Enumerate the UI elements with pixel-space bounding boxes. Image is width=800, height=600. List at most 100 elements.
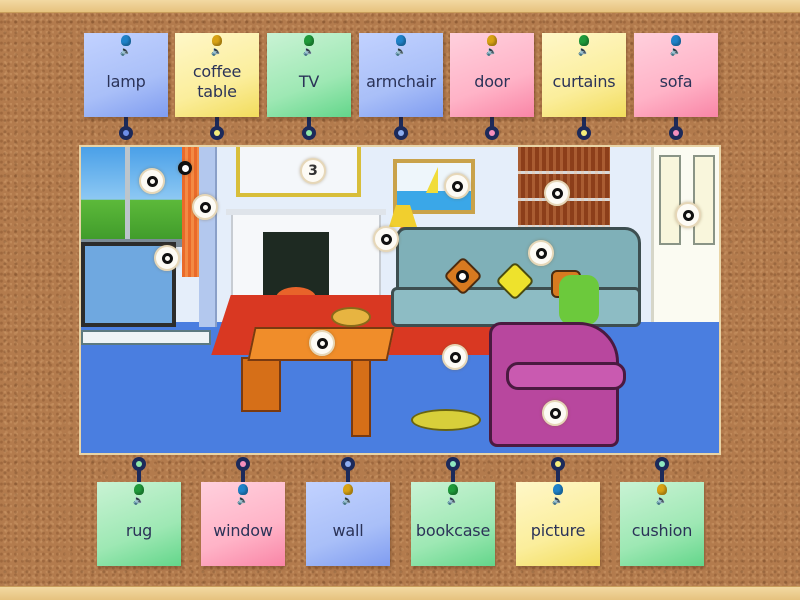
speaker-icon[interactable]: 🔈: [395, 47, 407, 57]
scene-tv-stand: [81, 330, 211, 345]
speaker-icon[interactable]: 🔈: [342, 496, 354, 506]
speaker-icon[interactable]: 🔈: [670, 47, 682, 57]
scene-cat: [331, 307, 371, 327]
pushpin-icon: [396, 35, 406, 46]
word-card-lamp[interactable]: 🔈 lamp: [84, 33, 168, 117]
connector-handle-dot: [581, 130, 587, 136]
word-card-picture[interactable]: 🔈 picture: [516, 482, 600, 566]
target-ring-icon: [451, 180, 463, 192]
connector-handle[interactable]: [669, 126, 683, 140]
connector-handle[interactable]: [119, 126, 133, 140]
drop-target-sofa[interactable]: [528, 240, 554, 266]
connector-handle-dot: [489, 130, 495, 136]
scene-window: [81, 147, 186, 242]
speaker-icon[interactable]: 🔈: [120, 47, 132, 57]
connector-stem: [346, 464, 350, 486]
connector-handle-dot: [345, 461, 351, 467]
word-card-label: armchair: [366, 72, 436, 91]
drop-target-cushion[interactable]: [449, 263, 475, 289]
speaker-icon[interactable]: 🔈: [133, 496, 145, 506]
connector-stem: [215, 117, 219, 129]
word-card-label: lamp: [106, 72, 146, 91]
word-card-rug[interactable]: 🔈 rug: [97, 482, 181, 566]
connector-stem: [674, 117, 678, 129]
drop-target-coffee-table[interactable]: [309, 330, 335, 356]
scene-lamp-shade: [389, 205, 417, 227]
word-card-bookcase[interactable]: 🔈 bookcase: [411, 482, 495, 566]
word-card-wall[interactable]: 🔈 wall: [306, 482, 390, 566]
pushpin-icon: [238, 484, 248, 495]
word-card-sofa[interactable]: 🔈sofa: [634, 33, 718, 117]
pushpin-icon: [579, 35, 589, 46]
connector-handle-dot: [398, 130, 404, 136]
scene-girl: [559, 275, 599, 325]
drop-target-armchair[interactable]: [542, 400, 568, 426]
connector-handle[interactable]: [485, 126, 499, 140]
board-frame-bottom: [0, 586, 800, 600]
drop-target-number: 3: [308, 163, 318, 179]
scene-door-panel: [659, 155, 681, 245]
speaker-icon[interactable]: 🔈: [656, 496, 668, 506]
connector-stem: [124, 117, 128, 129]
connector-handle-dot: [555, 461, 561, 467]
drop-target-picture[interactable]: [444, 173, 470, 199]
scene-door-panel: [693, 155, 715, 245]
scene-table-leg: [241, 357, 281, 412]
word-card-door[interactable]: 🔈door: [450, 33, 534, 117]
connector-stem: [399, 117, 403, 129]
speaker-icon[interactable]: 🔈: [237, 496, 249, 506]
connector-handle-dot: [214, 130, 220, 136]
connector-stem: [582, 117, 586, 129]
connector-handle[interactable]: [236, 457, 250, 471]
drop-target-bookcase[interactable]: [544, 180, 570, 206]
drop-target-lamp[interactable]: [373, 226, 399, 252]
drop-target-wall[interactable]: [192, 194, 218, 220]
drop-target-tv[interactable]: [154, 245, 180, 271]
connector-handle[interactable]: [132, 457, 146, 471]
word-card-cushion[interactable]: 🔈 cushion: [620, 482, 704, 566]
connector-handle-dot: [240, 461, 246, 467]
scene-mantle: [226, 209, 386, 215]
word-card-coffee-table[interactable]: 🔈coffee table: [175, 33, 259, 117]
pushpin-icon: [212, 35, 222, 46]
connector-handle[interactable]: [577, 126, 591, 140]
word-card-label: picture: [530, 521, 586, 540]
speaker-icon[interactable]: 🔈: [447, 496, 459, 506]
target-ring-icon: [146, 175, 158, 187]
scene-window-frame: [125, 147, 130, 242]
scene-floor-cushion: [411, 409, 481, 431]
word-card-label: bookcase: [415, 521, 491, 540]
word-card-label: wall: [332, 521, 364, 540]
connector-handle[interactable]: [446, 457, 460, 471]
connector-stem: [556, 464, 560, 486]
speaker-icon[interactable]: 🔈: [211, 47, 223, 57]
pushpin-icon: [448, 484, 458, 495]
speaker-icon[interactable]: 🔈: [578, 47, 590, 57]
connector-handle[interactable]: [394, 126, 408, 140]
word-card-tv[interactable]: 🔈TV: [267, 33, 351, 117]
connector-handle[interactable]: [341, 457, 355, 471]
connector-stem: [660, 464, 664, 486]
target-ring-icon: [380, 233, 392, 245]
speaker-icon[interactable]: 🔈: [552, 496, 564, 506]
drop-target-window[interactable]: [139, 168, 165, 194]
speaker-icon[interactable]: 🔈: [486, 47, 498, 57]
word-card-armchair[interactable]: 🔈 armchair: [359, 33, 443, 117]
word-card-curtains[interactable]: 🔈curtains: [542, 33, 626, 117]
connector-handle[interactable]: [551, 457, 565, 471]
speaker-icon[interactable]: 🔈: [303, 47, 315, 57]
target-ring-icon: [161, 252, 173, 264]
word-card-label: cushion: [631, 521, 693, 540]
drop-target-door[interactable]: [675, 202, 701, 228]
word-card-window[interactable]: 🔈window: [201, 482, 285, 566]
connector-handle[interactable]: [210, 126, 224, 140]
pushpin-icon: [487, 35, 497, 46]
drop-target-mirror-number[interactable]: 3: [300, 158, 326, 184]
connector-handle[interactable]: [302, 126, 316, 140]
connector-handle[interactable]: [655, 457, 669, 471]
target-ring-icon: [535, 247, 547, 259]
drop-target-curtains[interactable]: [178, 161, 192, 175]
drop-target-rug[interactable]: [442, 344, 468, 370]
word-card-label: rug: [125, 521, 153, 540]
connector-handle-dot: [673, 130, 679, 136]
